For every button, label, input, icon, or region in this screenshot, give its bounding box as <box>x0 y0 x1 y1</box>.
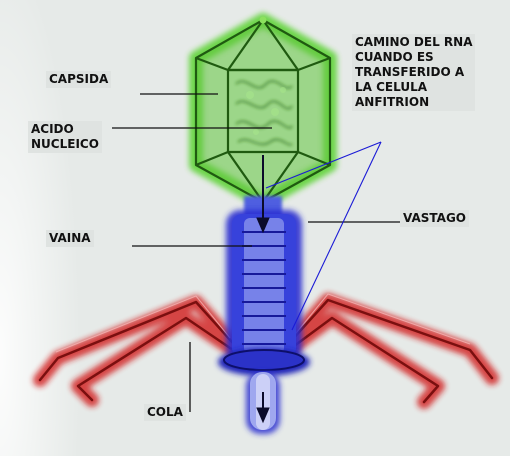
label-capsida: CAPSIDA <box>46 71 111 88</box>
label-acido-nucleico: ACIDO NUCLEICO <box>28 121 102 153</box>
label-cola: COLA <box>144 404 186 421</box>
label-camino-rna: CAMINO DEL RNA CUANDO ES TRANSFERIDO A L… <box>352 34 475 111</box>
label-vastago: VASTAGO <box>400 210 469 227</box>
label-vaina: VAINA <box>46 230 94 247</box>
